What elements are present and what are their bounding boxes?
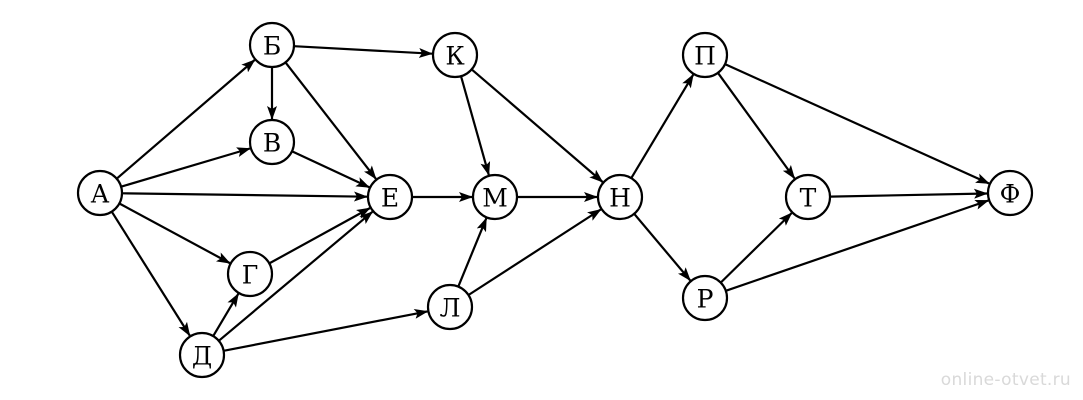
node-circle (366, 173, 414, 221)
node-circle (431, 31, 479, 79)
node-circle (248, 21, 296, 69)
node-a: А (76, 169, 124, 217)
node-label: Т (800, 184, 817, 213)
edge-g-e (268, 207, 371, 265)
node-circle (226, 250, 274, 298)
node-b: Б (248, 21, 296, 69)
node-m: М (471, 173, 519, 221)
edge-l-m (457, 217, 488, 288)
node-label: А (91, 180, 110, 209)
edge-b-e (284, 61, 377, 180)
edge-a-v (120, 147, 251, 188)
node-circle (986, 169, 1034, 217)
edge-a-g (118, 202, 231, 265)
node-circle (426, 283, 474, 331)
node-p: П (681, 31, 729, 79)
edge-t-f (829, 188, 988, 199)
node-label: Н (609, 184, 631, 213)
node-label: Д (192, 342, 212, 371)
node-d: Д (178, 331, 226, 379)
node-circle (596, 173, 644, 221)
node-circle (784, 173, 832, 221)
edge-d-l (223, 308, 429, 352)
node-label: В (263, 129, 281, 158)
edges-layer (110, 45, 990, 352)
edge-n-r (633, 213, 692, 282)
node-circle (471, 173, 519, 221)
node-k: К (431, 31, 479, 79)
node-e: Е (366, 173, 414, 221)
node-label: Л (440, 294, 461, 323)
node-label: Б (263, 32, 281, 61)
edge-p-t (717, 72, 796, 180)
edge-d-e (218, 210, 374, 342)
edge-v-e (291, 150, 371, 189)
node-circle (178, 331, 226, 379)
node-n: Н (596, 173, 644, 221)
edge-r-t (719, 212, 793, 284)
edge-k-m (459, 75, 491, 176)
node-circle (681, 31, 729, 79)
edge-a-e (121, 191, 368, 202)
node-label: К (445, 42, 465, 71)
node-circle (248, 118, 296, 166)
nodes-layer: А Б В Г Д Е К М Л Н П Р Т Ф (76, 21, 1034, 379)
edge-k-n (470, 68, 604, 183)
edge-r-f (725, 199, 990, 292)
edge-n-p (630, 73, 695, 179)
node-v: В (248, 118, 296, 166)
edge-a-b (115, 59, 256, 180)
node-circle (681, 274, 729, 322)
node-label: Е (381, 184, 399, 213)
node-label: Г (242, 261, 259, 290)
edge-a-d (110, 211, 191, 337)
node-label: М (482, 184, 508, 213)
edge-d-g (212, 292, 240, 337)
node-label: Ф (1000, 180, 1021, 209)
edge-p-f (724, 63, 990, 185)
node-circle (76, 169, 124, 217)
node-r: Р (681, 274, 729, 322)
node-label: Р (697, 285, 714, 314)
edge-b-k (293, 45, 433, 58)
node-t: Т (784, 173, 832, 221)
node-g: Г (226, 250, 274, 298)
edge-l-n (467, 208, 602, 296)
watermark: online-otvet.ru (940, 370, 1071, 390)
node-l: Л (426, 283, 474, 331)
node-label: П (694, 42, 716, 71)
node-f: Ф (986, 169, 1034, 217)
